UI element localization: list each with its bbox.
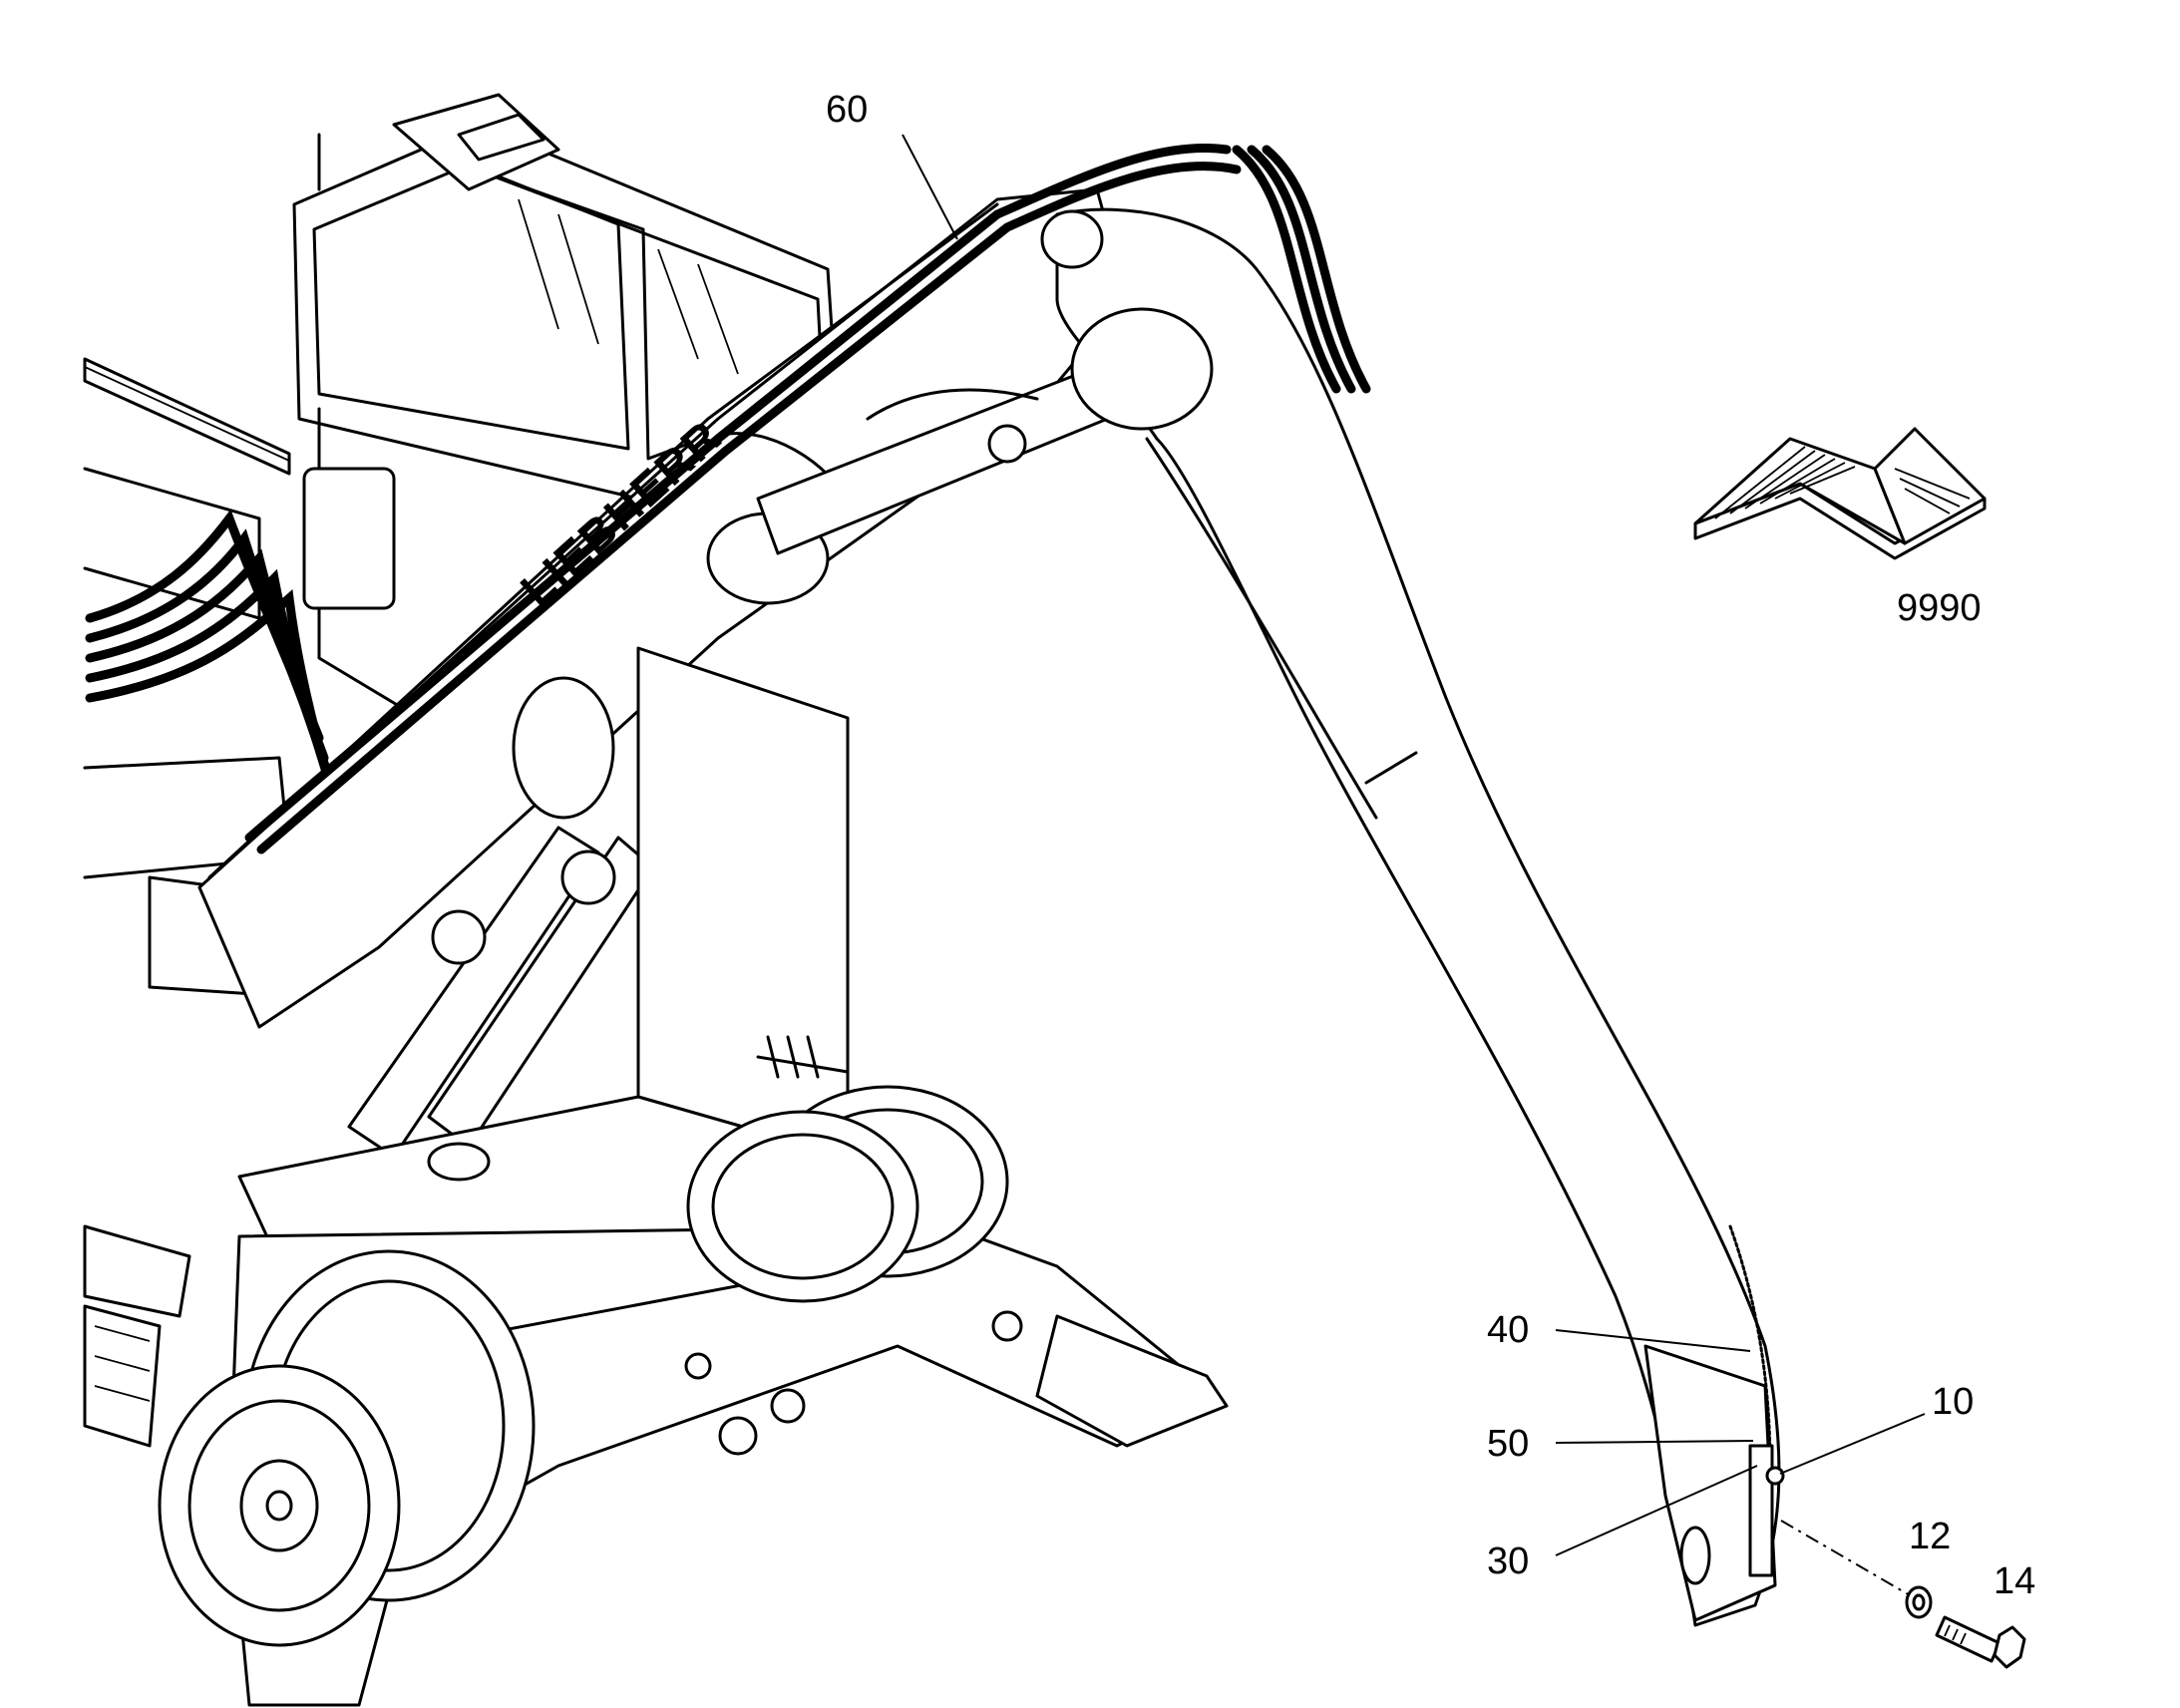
callout-50[interactable]: 50	[1487, 1423, 1529, 1465]
callout-30[interactable]: 30	[1487, 1540, 1529, 1582]
front-wheels	[686, 1085, 1009, 1303]
excavator-illustration: LIEBHERR	[83, 93, 1785, 1707]
callout-40[interactable]: 40	[1487, 1309, 1529, 1351]
bolt-icon	[1935, 1615, 2026, 1669]
access-step	[83, 1224, 191, 1448]
callout-14[interactable]: 14	[1994, 1560, 2035, 1602]
leader-60	[902, 134, 958, 240]
leader-30	[1555, 1465, 1758, 1556]
callout-60[interactable]: 60	[826, 89, 868, 131]
rear-wheels	[158, 1249, 536, 1647]
leader-40	[1555, 1329, 1751, 1352]
leader-lines	[902, 134, 1926, 1596]
callouts: 60 9990 40 10 50 12 14 30	[826, 89, 2035, 1602]
excavator-arm	[1040, 145, 1785, 1627]
leader-fastener	[1780, 1520, 1911, 1596]
callout-9990[interactable]: 9990	[1897, 587, 1982, 629]
callout-10[interactable]: 10	[1932, 1381, 1974, 1423]
open-book-icon	[1693, 427, 1987, 560]
leader-50	[1555, 1440, 1754, 1444]
hose-bundle-left	[83, 509, 344, 999]
washer-icon	[1905, 1585, 1933, 1619]
boom-cylinders	[347, 826, 655, 1159]
callout-12[interactable]: 12	[1909, 1516, 1951, 1557]
leader-10	[1779, 1413, 1926, 1475]
